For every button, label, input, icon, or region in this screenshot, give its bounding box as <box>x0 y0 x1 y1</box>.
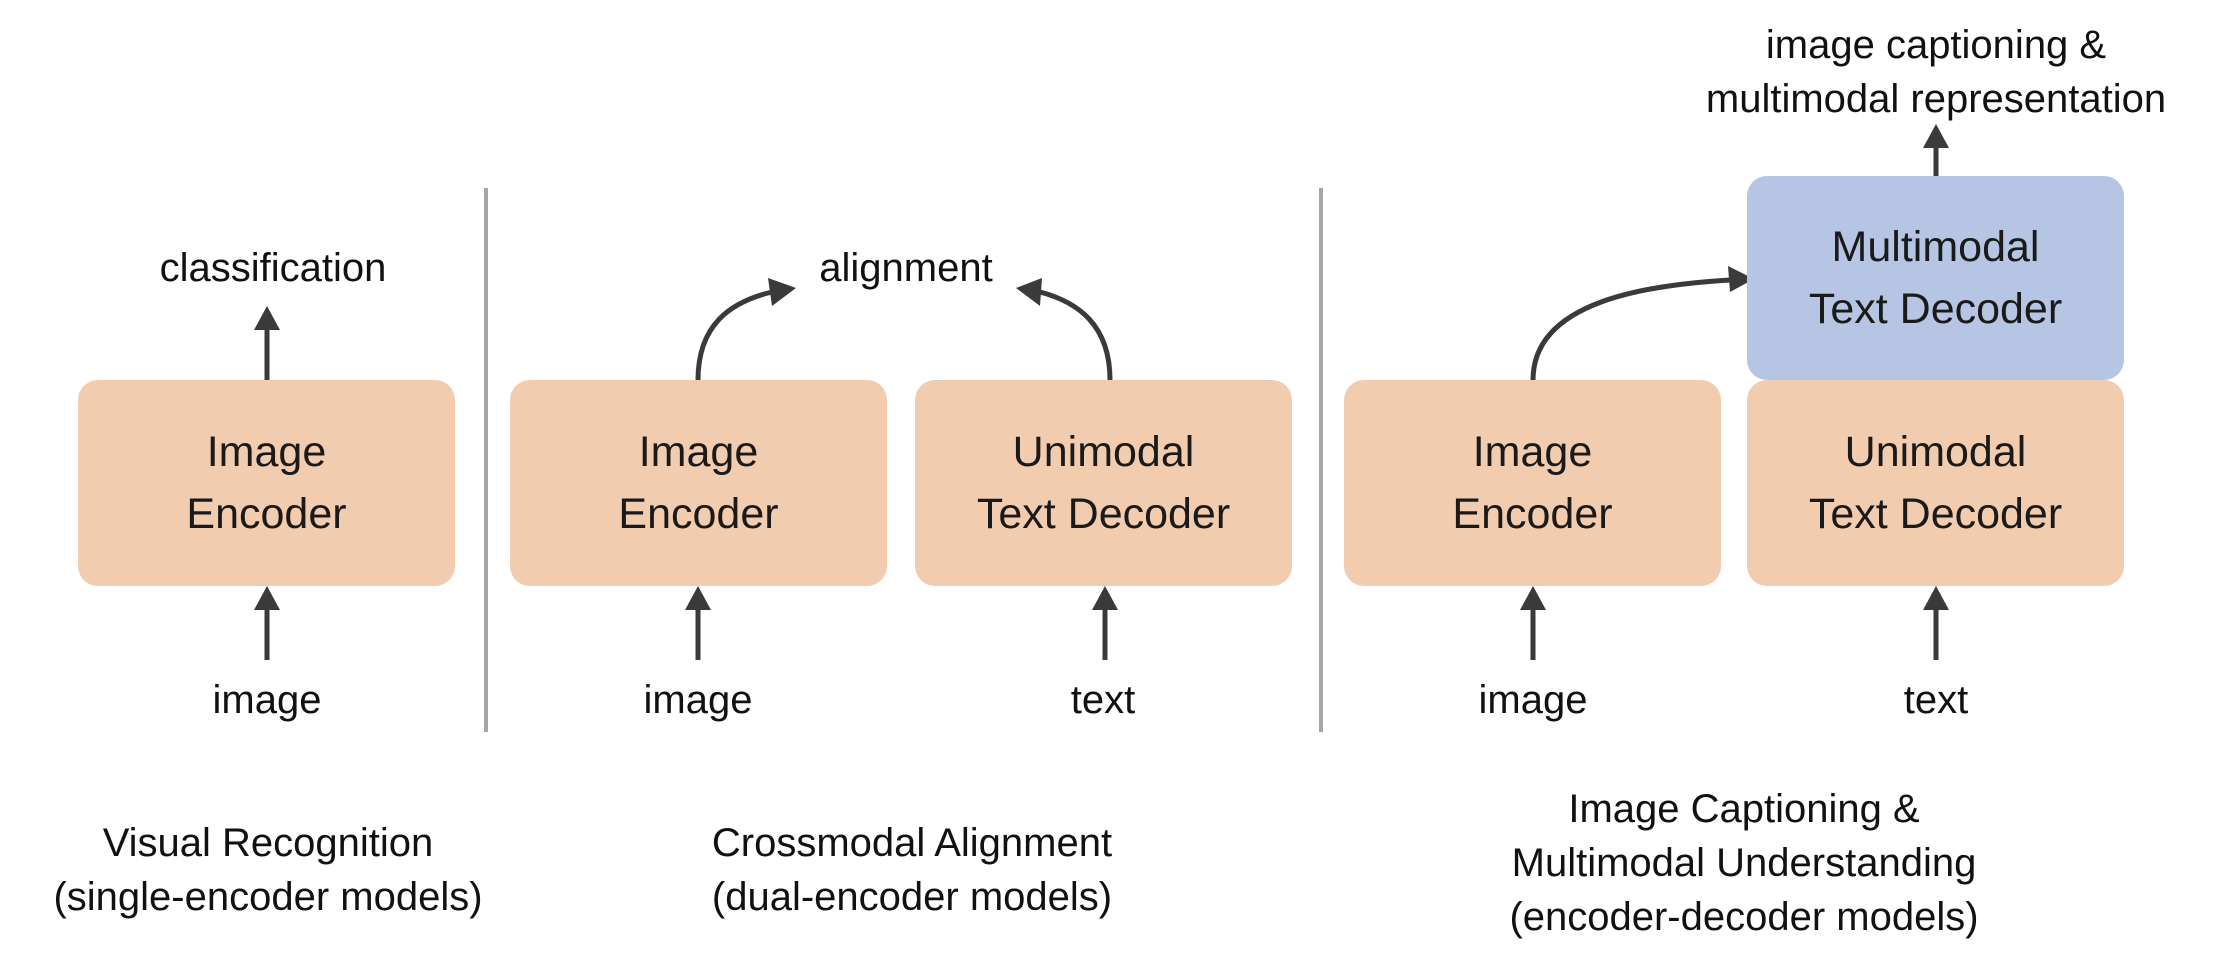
panel3-text-input-arrow <box>1923 586 1949 660</box>
panel2-unimodal-text-decoder-box: Unimodal Text Decoder <box>915 380 1292 586</box>
panel2-image-input-arrow <box>685 586 711 660</box>
panel3-multimodal-decoder-line1: Multimodal <box>1831 223 2040 271</box>
panel3-image-encoder-box: Image Encoder <box>1344 380 1721 586</box>
panel3-caption-line2: Multimodal Understanding <box>1511 841 1977 885</box>
panel1-input-label: image <box>212 678 322 722</box>
panel2-image-input-label: image <box>643 678 753 722</box>
panel3-output-label: image captioning & multimodal representa… <box>1706 18 2166 126</box>
panel3-multimodal-text-decoder-box: Multimodal Text Decoder <box>1747 176 2124 380</box>
panel3-caption-line3: (encoder-decoder models) <box>1509 895 1979 939</box>
panel3-text-decoder-line1: Unimodal <box>1844 428 2027 476</box>
panel3-text-decoder-line2: Text Decoder <box>1808 490 2063 538</box>
panel1-caption-line2: (single-encoder models) <box>53 875 483 919</box>
panel2-text-input-label: text <box>1070 678 1136 722</box>
panel3-caption-line1: Image Captioning & <box>1568 787 1920 831</box>
panel2-caption: Crossmodal Alignment (dual-encoder model… <box>712 816 1112 924</box>
panel2-caption-line2: (dual-encoder models) <box>711 875 1113 919</box>
panel1-caption-line1: Visual Recognition <box>102 821 434 865</box>
panel3-image-input-arrow <box>1520 586 1546 660</box>
panel2-image-encoder-box: Image Encoder <box>510 380 887 586</box>
panel2-caption-line1: Crossmodal Alignment <box>711 821 1113 865</box>
panel3-output-arrow <box>1923 124 1949 176</box>
panel1-output-arrow <box>254 306 280 380</box>
panel1-image-encoder-box: Image Encoder <box>78 380 455 586</box>
panel1-input-arrow <box>254 586 280 660</box>
panel2-text-decoder-line1: Unimodal <box>1012 428 1195 476</box>
panel2-text-alignment-arrow <box>1016 278 1113 381</box>
panel3-output-line2: multimodal representation <box>1705 77 2167 121</box>
panel3-image-input-label: image <box>1478 678 1588 722</box>
panel3-output-line1: image captioning & <box>1765 23 2107 67</box>
panel3-multimodal-decoder-line2: Text Decoder <box>1808 285 2063 333</box>
panel1-output-label: classification <box>159 246 387 290</box>
panel3-image-encoder-line2: Encoder <box>1452 490 1613 538</box>
panel1-image-encoder-line1: Image <box>206 428 327 476</box>
panel3-text-input-label: text <box>1903 678 1969 722</box>
panel2-image-encoder-line2: Encoder <box>618 490 779 538</box>
panel3-encoder-to-multimodal-arrow <box>1530 266 1754 381</box>
panel2-image-encoder-line1: Image <box>638 428 759 476</box>
panel3-image-encoder-line1: Image <box>1472 428 1593 476</box>
panel1-image-encoder-line2: Encoder <box>186 490 347 538</box>
panel3-caption: Image Captioning & Multimodal Understand… <box>1509 782 1978 944</box>
panel1-caption: Visual Recognition (single-encoder model… <box>53 816 482 924</box>
panel2-output-label: alignment <box>819 246 993 290</box>
panel2-text-decoder-line2: Text Decoder <box>976 490 1231 538</box>
panel2-text-input-arrow <box>1092 586 1118 660</box>
panel3-unimodal-text-decoder-box: Unimodal Text Decoder <box>1747 380 2124 586</box>
panel2-image-alignment-arrow <box>695 278 796 381</box>
